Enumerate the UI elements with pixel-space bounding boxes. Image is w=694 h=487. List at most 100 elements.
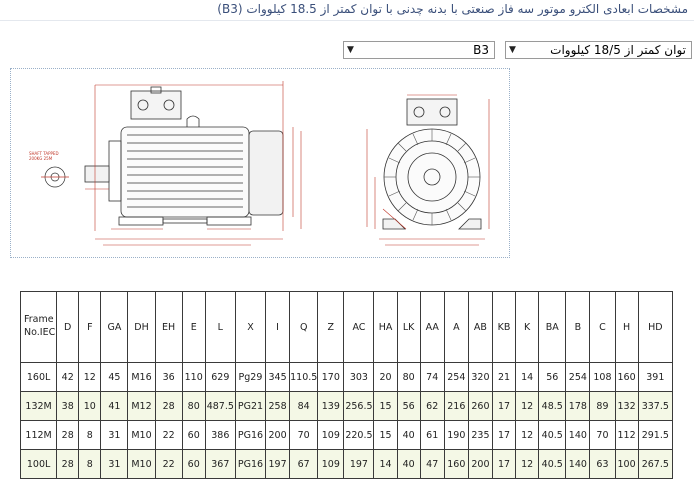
chevron-down-icon: ▼: [509, 45, 516, 55]
table-cell: 61: [419, 420, 445, 450]
dimensions-table: Frame No.IEC D F GA DH EH E L X I Q Z AC…: [19, 291, 674, 479]
table-cell: 17: [491, 449, 517, 479]
column-header: I: [265, 291, 291, 363]
frame-header-line1: Frame: [24, 314, 54, 326]
table-cell: 70: [589, 420, 616, 450]
table-cell: 110: [181, 362, 206, 392]
column-header: DH: [127, 291, 156, 363]
table-cell: 220.5: [343, 420, 375, 450]
mounting-type-select[interactable]: ▼ B3: [343, 41, 495, 59]
table-cell: 40.5: [538, 420, 567, 450]
table-cell: M10: [127, 449, 156, 479]
table-cell: 303: [343, 362, 375, 392]
table-cell: 267.5: [637, 449, 674, 479]
chevron-down-icon: ▼: [347, 45, 354, 55]
table-cell: Pg29: [234, 362, 267, 392]
table-cell: 42: [56, 362, 80, 392]
motor-drawing-frame: SHAFT TAPPED 200KG 25M: [10, 68, 510, 258]
table-cell: 8: [78, 420, 102, 450]
column-header: BA: [538, 291, 567, 363]
column-header: GA: [100, 291, 129, 363]
table-cell: 320: [467, 362, 494, 392]
table-cell: 112M: [19, 420, 58, 450]
front-view-dimension-lines: [366, 94, 490, 246]
table-cell: 38: [56, 391, 80, 421]
table-cell: PG21: [234, 391, 267, 421]
column-header: AB: [467, 291, 494, 363]
table-cell: 31: [100, 420, 129, 450]
mounting-type-value: B3: [473, 43, 489, 57]
table-cell: 216: [443, 391, 469, 421]
table-cell: 74: [419, 362, 445, 392]
table-cell: M12: [127, 391, 156, 421]
table-cell: 110.5: [289, 362, 319, 392]
table-cell: 36: [154, 362, 183, 392]
table-cell: 132M: [19, 391, 58, 421]
table-cell: 17: [491, 420, 517, 450]
table-cell: 139: [317, 391, 345, 421]
motor-front-view: [382, 98, 482, 230]
table-cell: 56: [396, 391, 421, 421]
table-cell: 15: [373, 420, 398, 450]
table-row: 112M 28 8 31 M10 22 60 386 PG16 200 70 1…: [19, 420, 674, 450]
table-cell: 40: [396, 420, 421, 450]
table-cell: 386: [204, 420, 236, 450]
table-cell: 20: [373, 362, 398, 392]
table-cell: 258: [265, 391, 291, 421]
table-cell: 56: [538, 362, 567, 392]
column-header: K: [515, 291, 540, 363]
column-header: H: [614, 291, 639, 363]
table-cell: 84: [289, 391, 319, 421]
table-cell: 160: [614, 362, 639, 392]
power-range-select[interactable]: ▼ توان کمتر از 18/5 کیلووات: [505, 41, 692, 59]
table-cell: 100L: [19, 449, 58, 479]
table-cell: 254: [565, 362, 591, 392]
table-cell: 260: [467, 391, 494, 421]
table-cell: 70: [289, 420, 319, 450]
table-cell: PG16: [234, 449, 267, 479]
table-cell: 31: [100, 449, 129, 479]
column-header: C: [589, 291, 616, 363]
table-cell: 337.5: [637, 391, 674, 421]
table-cell: 89: [589, 391, 616, 421]
table-cell: 28: [56, 449, 80, 479]
table-cell: 12: [515, 391, 540, 421]
table-cell: 60: [181, 420, 206, 450]
table-cell: 100: [614, 449, 639, 479]
column-header: F: [78, 291, 102, 363]
column-header: AC: [343, 291, 375, 363]
table-cell: 160L: [19, 362, 58, 392]
table-cell: 170: [317, 362, 345, 392]
table-cell: 109: [317, 449, 345, 479]
column-header: D: [56, 291, 80, 363]
table-cell: 132: [614, 391, 639, 421]
table-cell: 190: [443, 420, 469, 450]
table-row: 132M 38 10 41 M12 28 80 487.5 PG21 258 8…: [19, 391, 674, 421]
table-cell: 80: [181, 391, 206, 421]
column-header-frame: Frame No.IEC: [19, 291, 58, 363]
table-cell: 28: [154, 391, 183, 421]
column-header: E: [181, 291, 206, 363]
table-cell: 140: [565, 420, 591, 450]
table-header-row: Frame No.IEC D F GA DH EH E L X I Q Z AC…: [19, 291, 674, 363]
table-cell: 67: [289, 449, 319, 479]
title-divider: [0, 20, 694, 21]
table-cell: 28: [56, 420, 80, 450]
table-cell: 40: [396, 449, 421, 479]
table-cell: 367: [204, 449, 236, 479]
table-cell: 178: [565, 391, 591, 421]
table-cell: 48.5: [538, 391, 567, 421]
column-header: L: [204, 291, 236, 363]
frame-header-line2: No.IEC: [24, 327, 56, 338]
column-header: A: [443, 291, 469, 363]
table-cell: 12: [515, 449, 540, 479]
motor-side-view: [84, 86, 284, 226]
table-cell: 22: [154, 420, 183, 450]
table-cell: 629: [204, 362, 236, 392]
table-cell: 22: [154, 449, 183, 479]
table-cell: 21: [491, 362, 517, 392]
column-header: B: [565, 291, 591, 363]
table-cell: 8: [78, 449, 102, 479]
table-cell: 487.5: [204, 391, 236, 421]
column-header: KB: [491, 291, 517, 363]
